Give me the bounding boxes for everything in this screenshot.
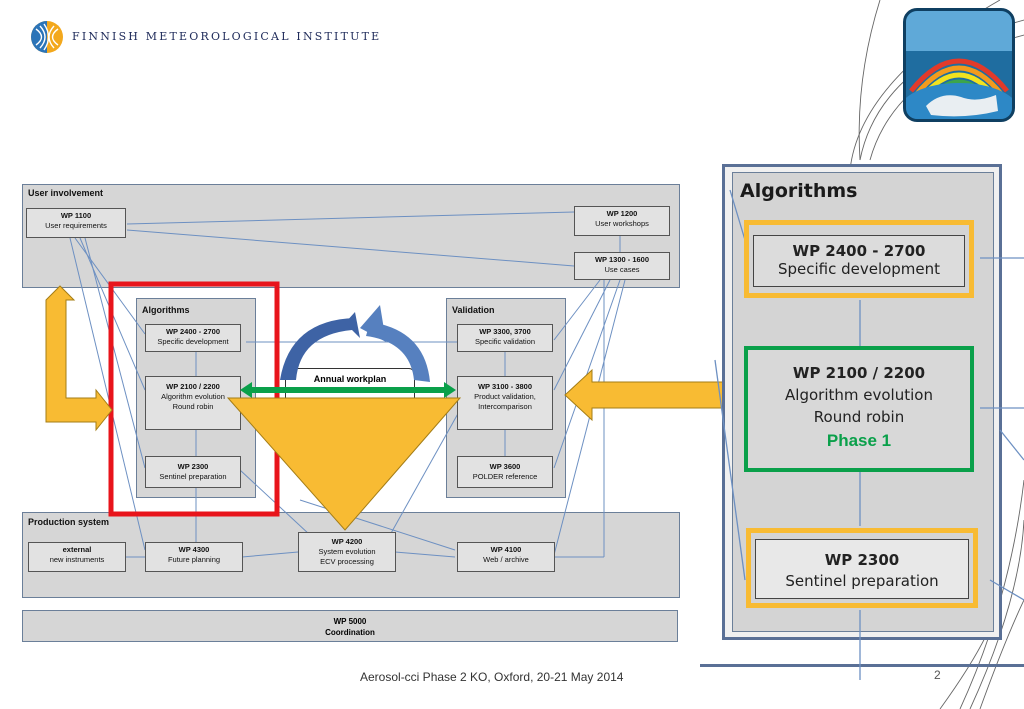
wp4200-num: WP 4200 bbox=[331, 537, 363, 546]
wp4300-name: Future planning bbox=[167, 555, 221, 564]
validation-title: Validation bbox=[452, 305, 495, 315]
zoom-wp2400-num: WP 2400 - 2700 bbox=[792, 242, 926, 260]
external-box[interactable]: external new instruments bbox=[28, 542, 126, 572]
wp2100-name2: Round robin bbox=[172, 402, 214, 411]
wp3600-num: WP 3600 bbox=[489, 462, 521, 471]
wp4200-name2: ECV processing bbox=[320, 557, 374, 566]
wp1200-box[interactable]: WP 1200 User workshops bbox=[574, 206, 670, 236]
wp2300-box[interactable]: WP 2300 Sentinel preparation bbox=[145, 456, 241, 488]
zoom-wp2400-box[interactable]: WP 2400 - 2700 Specific development bbox=[744, 220, 974, 298]
wp2400-num: WP 2400 - 2700 bbox=[165, 327, 221, 336]
wp4100-box[interactable]: WP 4100 Web / archive bbox=[457, 542, 555, 572]
earth-rainbow-icon bbox=[906, 11, 1012, 119]
zoom-bottom-line bbox=[700, 664, 1024, 667]
wp1300-num: WP 1300 - 1600 bbox=[594, 255, 650, 264]
wp1100-num: WP 1100 bbox=[60, 211, 92, 220]
wp2300-name: Sentinel preparation bbox=[159, 472, 227, 481]
wp1300-name: Use cases bbox=[604, 265, 640, 274]
zoom-wp2300-name: Sentinel preparation bbox=[785, 572, 939, 590]
coordination-num: WP 5000 bbox=[333, 617, 367, 626]
zoom-wp2300-box[interactable]: WP 2300 Sentinel preparation bbox=[746, 528, 978, 608]
zoom-wp2100-box[interactable]: WP 2100 / 2200 Algorithm evolution Round… bbox=[744, 346, 974, 472]
fmi-logo bbox=[30, 20, 64, 54]
zoom-wp2100-num: WP 2100 / 2200 bbox=[792, 364, 926, 382]
external-num: external bbox=[62, 545, 92, 554]
user-involvement-title: User involvement bbox=[28, 188, 104, 198]
external-name: new instruments bbox=[49, 555, 105, 564]
wp4300-box[interactable]: WP 4300 Future planning bbox=[145, 542, 243, 572]
zoom-wp2400-name: Specific development bbox=[777, 260, 941, 278]
wp2300-num: WP 2300 bbox=[177, 462, 209, 471]
wp1200-name: User workshops bbox=[595, 219, 649, 228]
aerosol-cci-logo bbox=[903, 8, 1015, 122]
algorithms-title: Algorithms bbox=[142, 305, 190, 315]
wp2100-num: WP 2100 / 2200 bbox=[166, 382, 220, 391]
wp3300-name: Specific validation bbox=[474, 337, 536, 346]
wp2400-box[interactable]: WP 2400 - 2700 Specific development bbox=[145, 324, 241, 352]
wp4300-num: WP 4300 bbox=[178, 545, 210, 554]
coordination-panel: WP 5000 Coordination bbox=[22, 610, 678, 642]
zoom-phase-label: Phase 1 bbox=[826, 431, 892, 450]
wp3300-num: WP 3300, 3700 bbox=[479, 327, 531, 336]
wp1100-name: User requirements bbox=[45, 221, 107, 230]
production-title: Production system bbox=[28, 517, 110, 527]
wp3600-box[interactable]: WP 3600 POLDER reference bbox=[457, 456, 553, 488]
wp3600-name: POLDER reference bbox=[472, 472, 538, 481]
wp2400-name: Specific development bbox=[157, 337, 229, 346]
wp3100-box[interactable]: WP 3100 - 3800 Product validation, Inter… bbox=[457, 376, 553, 430]
wp1300-box[interactable]: WP 1300 - 1600 Use cases bbox=[574, 252, 670, 280]
wp3300-box[interactable]: WP 3300, 3700 Specific validation bbox=[457, 324, 553, 352]
zoom-wp2300-num: WP 2300 bbox=[824, 551, 900, 569]
wp4200-name: System evolution bbox=[318, 547, 376, 556]
annual-workplan-label: Annual workplan bbox=[313, 374, 387, 384]
wp3100-name: Product validation, bbox=[474, 392, 536, 401]
coordination-name: Coordination bbox=[325, 628, 375, 637]
wp4200-box[interactable]: WP 4200 System evolution ECV processing bbox=[298, 532, 396, 572]
zoom-wp2100-name: Algorithm evolution bbox=[785, 386, 933, 404]
institute-name: FINNISH METEOROLOGICAL INSTITUTE bbox=[72, 30, 382, 43]
diagram-connectors bbox=[69, 211, 626, 558]
green-double-arrow bbox=[240, 382, 456, 398]
wp4100-num: WP 4100 bbox=[490, 545, 522, 554]
wp2100-name: Algorithm evolution bbox=[161, 392, 225, 401]
yellow-triangle bbox=[226, 397, 462, 531]
wp1200-num: WP 1200 bbox=[606, 209, 638, 218]
zoom-connectors bbox=[714, 189, 1024, 680]
page-number: 2 bbox=[934, 668, 941, 682]
yellow-l-arrow bbox=[45, 285, 113, 432]
footer-text: Aerosol-cci Phase 2 KO, Oxford, 20-21 Ma… bbox=[360, 670, 624, 684]
diagram-overlay bbox=[45, 281, 756, 531]
wp1100-box[interactable]: WP 1100 User requirements bbox=[26, 208, 126, 238]
wp3100-num: WP 3100 - 3800 bbox=[477, 382, 533, 391]
wp4100-name: Web / archive bbox=[483, 555, 529, 564]
zoom-algorithms-title: Algorithms bbox=[740, 180, 858, 202]
fmi-logo-icon bbox=[31, 21, 63, 53]
wp3100-name2: Intercomparison bbox=[478, 402, 532, 411]
zoom-wp2100-name2: Round robin bbox=[813, 408, 905, 426]
user-involvement-panel bbox=[22, 184, 680, 288]
cycle-arrows-icon bbox=[280, 305, 430, 382]
